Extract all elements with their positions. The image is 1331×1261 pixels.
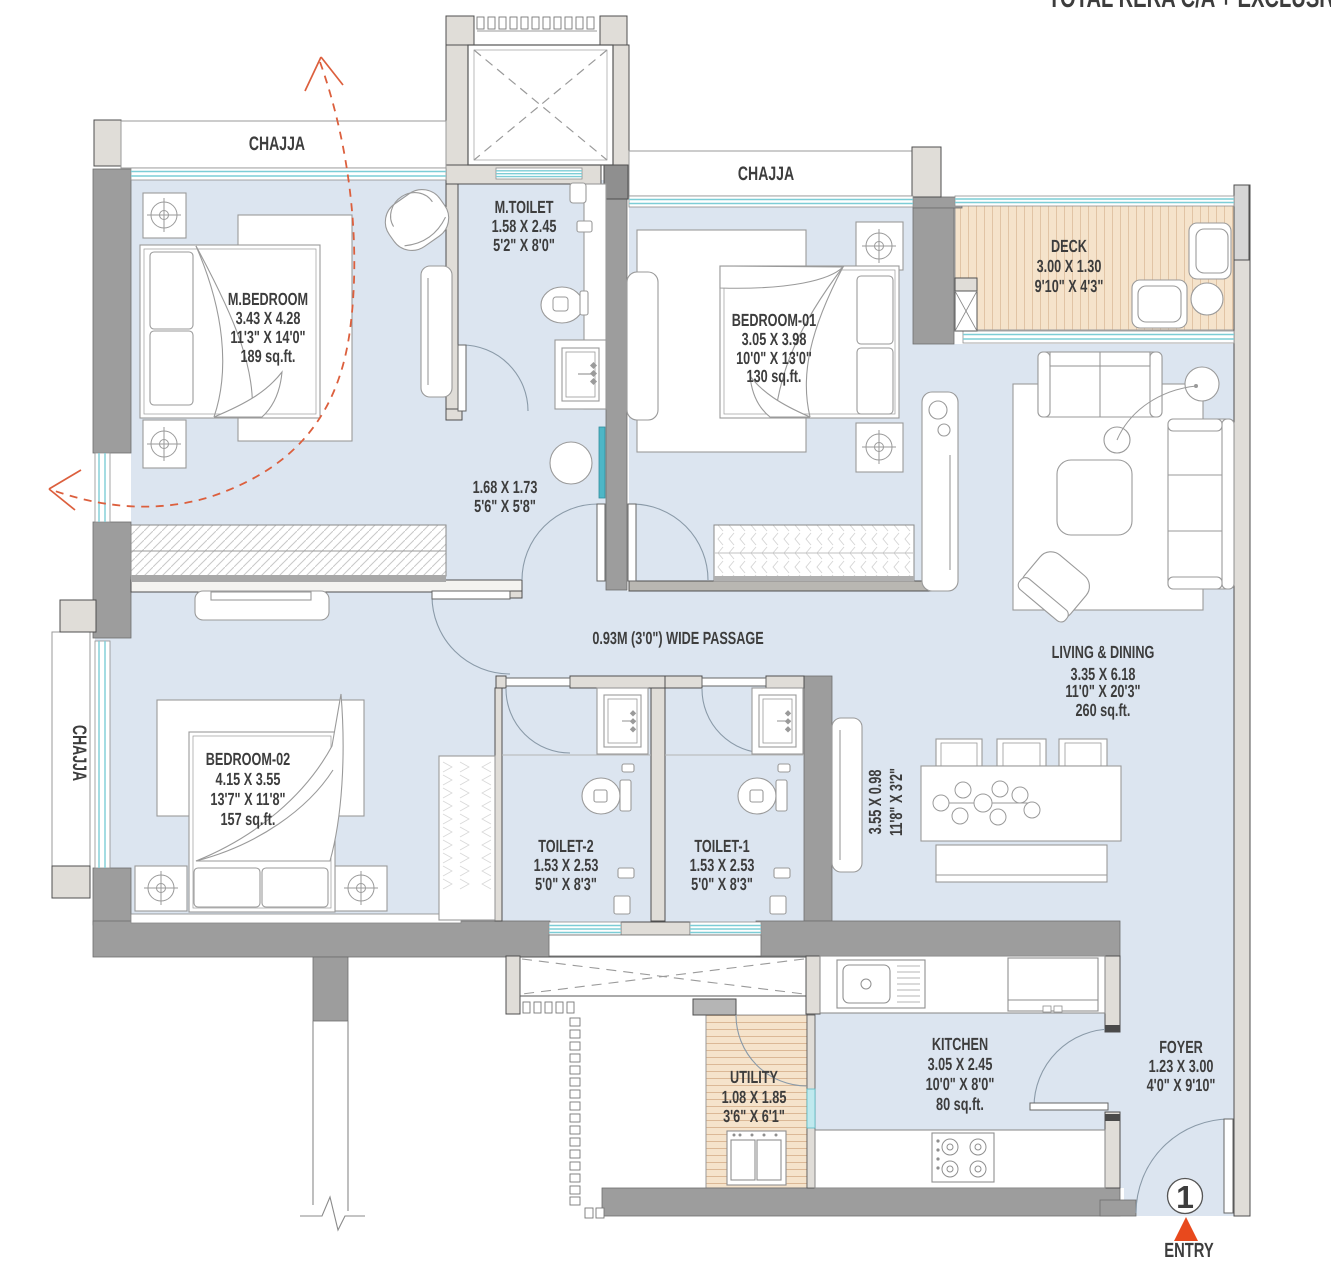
svg-text:11'8" X 3'2": 11'8" X 3'2" <box>886 768 906 836</box>
svg-text:TOTAL RERA C/A + EXCLUSIVE: TOTAL RERA C/A + EXCLUSIVE <box>1048 0 1331 13</box>
svg-text:FOYER: FOYER <box>1159 1037 1203 1057</box>
svg-text:1: 1 <box>1176 1179 1194 1215</box>
svg-text:1.23 X 3.00: 1.23 X 3.00 <box>1149 1056 1214 1076</box>
svg-text:157 sq.ft.: 157 sq.ft. <box>221 809 276 829</box>
svg-text:BEDROOM-02: BEDROOM-02 <box>206 749 291 769</box>
svg-text:11'0" X 20'3": 11'0" X 20'3" <box>1065 681 1140 701</box>
svg-text:KITCHEN: KITCHEN <box>932 1034 988 1054</box>
svg-text:3.55 X 0.98: 3.55 X 0.98 <box>865 769 885 834</box>
svg-text:LIVING & DINING: LIVING & DINING <box>1052 642 1155 662</box>
svg-text:4.15 X 3.55: 4.15 X 3.55 <box>216 769 281 789</box>
svg-text:13'7" X 11'8": 13'7" X 11'8" <box>210 789 285 809</box>
svg-text:5'0" X 8'3": 5'0" X 8'3" <box>535 874 597 894</box>
svg-text:1.53 X 2.53: 1.53 X 2.53 <box>690 855 755 875</box>
svg-text:3.00 X 1.30: 3.00 X 1.30 <box>1037 256 1102 276</box>
svg-text:189 sq.ft.: 189 sq.ft. <box>241 346 296 366</box>
svg-text:3.05 X 3.98: 3.05 X 3.98 <box>742 329 807 349</box>
svg-text:3.43 X 4.28: 3.43 X 4.28 <box>236 308 301 328</box>
svg-text:CHAJJA: CHAJJA <box>249 133 305 155</box>
svg-text:M.TOILET: M.TOILET <box>495 197 554 217</box>
svg-text:9'10" X 4'3": 9'10" X 4'3" <box>1035 276 1104 296</box>
svg-text:UTILITY: UTILITY <box>730 1067 778 1087</box>
svg-text:0.93M (3'0") WIDE PASSAGE: 0.93M (3'0") WIDE PASSAGE <box>592 628 764 648</box>
svg-text:DECK: DECK <box>1051 236 1087 256</box>
svg-text:1.68 X 1.73: 1.68 X 1.73 <box>473 477 538 497</box>
svg-text:5'6" X 5'8": 5'6" X 5'8" <box>474 496 536 516</box>
svg-text:3.05 X 2.45: 3.05 X 2.45 <box>928 1054 993 1074</box>
svg-text:5'0" X 8'3": 5'0" X 8'3" <box>691 874 753 894</box>
svg-text:1.58 X 2.45: 1.58 X 2.45 <box>492 216 557 236</box>
svg-text:CHAJJA: CHAJJA <box>738 163 794 185</box>
svg-text:1.53 X 2.53: 1.53 X 2.53 <box>534 855 599 875</box>
svg-text:11'3" X 14'0": 11'3" X 14'0" <box>230 327 305 347</box>
svg-text:80 sq.ft.: 80 sq.ft. <box>936 1094 984 1114</box>
svg-text:5'2" X 8'0": 5'2" X 8'0" <box>493 235 555 255</box>
svg-text:TOILET-2: TOILET-2 <box>538 836 594 856</box>
svg-text:M.BEDROOM: M.BEDROOM <box>228 289 308 309</box>
svg-text:3'6" X 6'1": 3'6" X 6'1" <box>723 1106 785 1126</box>
svg-text:10'0" X 13'0": 10'0" X 13'0" <box>736 348 812 368</box>
svg-text:260 sq.ft.: 260 sq.ft. <box>1076 700 1131 720</box>
svg-text:3.35 X 6.18: 3.35 X 6.18 <box>1071 664 1136 684</box>
svg-text:TOILET-1: TOILET-1 <box>694 836 750 856</box>
svg-text:130 sq.ft.: 130 sq.ft. <box>747 366 802 386</box>
svg-text:4'0" X 9'10": 4'0" X 9'10" <box>1147 1075 1216 1095</box>
svg-text:BEDROOM-01: BEDROOM-01 <box>732 310 817 330</box>
svg-text:10'0" X 8'0": 10'0" X 8'0" <box>926 1074 995 1094</box>
svg-text:CHAJJA: CHAJJA <box>68 725 90 781</box>
svg-text:1.08 X 1.85: 1.08 X 1.85 <box>722 1087 787 1107</box>
svg-text:ENTRY: ENTRY <box>1164 1239 1214 1261</box>
